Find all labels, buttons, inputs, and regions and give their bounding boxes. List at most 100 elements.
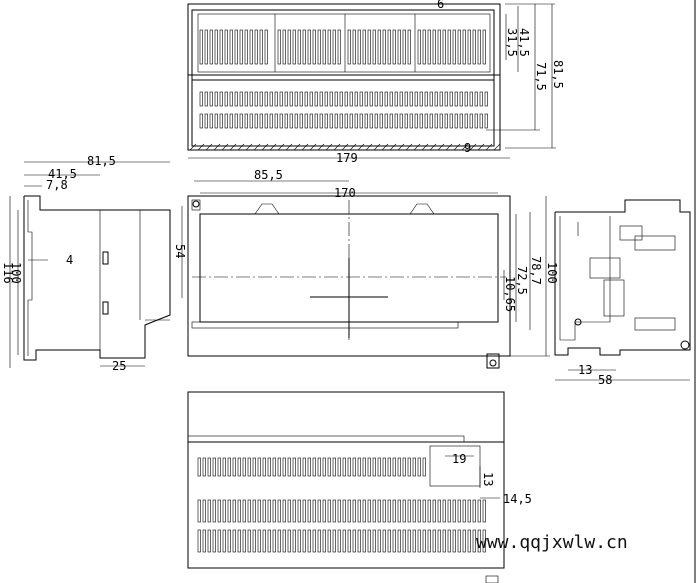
vent-slot	[257, 457, 261, 477]
vent-slot	[327, 29, 331, 65]
vent-slot	[312, 529, 316, 553]
vent-slot	[289, 113, 293, 129]
vent-slot	[207, 529, 211, 553]
vent-slot	[394, 113, 398, 129]
vent-slot	[482, 499, 486, 523]
vent-slot	[422, 457, 426, 477]
vent-slot	[329, 113, 333, 129]
vent-slot	[319, 113, 323, 129]
hatch-line	[309, 143, 317, 151]
vent-slot	[239, 91, 243, 107]
hatch-line	[349, 143, 357, 151]
vent-slot	[242, 457, 246, 477]
vent-slot	[197, 457, 201, 477]
vent-slot	[372, 529, 376, 553]
vent-slot	[462, 29, 466, 65]
dim-179: 179	[336, 151, 358, 165]
vent-slot	[297, 499, 301, 523]
dim-19: 19	[452, 452, 466, 466]
vent-slot	[294, 113, 298, 129]
vent-slot	[412, 457, 416, 477]
hatch-line	[237, 143, 245, 151]
vent-slot	[199, 29, 203, 65]
vent-slot	[389, 91, 393, 107]
vent-slot	[277, 529, 281, 553]
vent-slot	[462, 529, 466, 553]
vent-slot	[384, 113, 388, 129]
hatch-line	[469, 143, 477, 151]
vent-slot	[244, 113, 248, 129]
vent-slot	[307, 457, 311, 477]
vent-slot	[262, 457, 266, 477]
dim-85-5: 85,5	[254, 168, 283, 182]
vent-slot	[354, 91, 358, 107]
vent-slot	[264, 91, 268, 107]
vent-slot	[337, 529, 341, 553]
vent-slot	[414, 113, 418, 129]
vent-slot	[197, 499, 201, 523]
vent-slot	[352, 529, 356, 553]
vent-slot	[444, 91, 448, 107]
vent-slot	[252, 457, 256, 477]
vent-slot	[272, 457, 276, 477]
vent-slot	[222, 499, 226, 523]
vent-slot	[452, 29, 456, 65]
vent-slot	[352, 29, 356, 65]
vent-slot	[257, 529, 261, 553]
vent-slot	[437, 529, 441, 553]
hatch-line	[301, 143, 309, 151]
vent-slot	[304, 91, 308, 107]
vent-slot	[197, 529, 201, 553]
vent-slot	[229, 91, 233, 107]
vent-slot	[454, 113, 458, 129]
vent-slot	[247, 499, 251, 523]
vent-slot	[277, 457, 281, 477]
vent-slot	[477, 529, 481, 553]
vent-slot	[337, 499, 341, 523]
vent-slot	[342, 457, 346, 477]
vent-slot	[317, 529, 321, 553]
dim-81-5-side: 81,5	[87, 154, 116, 168]
vent-slot	[424, 91, 428, 107]
vent-slot	[367, 29, 371, 65]
vent-slot	[242, 499, 246, 523]
vent-slot	[249, 91, 253, 107]
vent-slot	[439, 113, 443, 129]
vent-slot	[279, 113, 283, 129]
hatch-line	[477, 143, 485, 151]
vent-slot	[212, 529, 216, 553]
vent-slot	[224, 113, 228, 129]
dim-41-5: 41,5	[517, 28, 531, 57]
vent-slot	[297, 529, 301, 553]
vent-slot	[217, 457, 221, 477]
right-view: 13 58	[554, 199, 691, 387]
hatch-pattern	[189, 143, 501, 151]
hatch-line	[253, 143, 261, 151]
vent-slot	[402, 457, 406, 477]
vent-slot	[469, 113, 473, 129]
vent-slot	[297, 29, 301, 65]
hatch-line	[205, 143, 213, 151]
vent-slot	[392, 29, 396, 65]
vent-slot	[409, 113, 413, 129]
vent-slot	[407, 457, 411, 477]
dim-78-7: 78,7	[529, 256, 543, 285]
vent-slot	[362, 457, 366, 477]
vent-slot	[339, 91, 343, 107]
vent-slot	[332, 499, 336, 523]
vent-slot	[249, 29, 253, 65]
dim-100-front: 100	[545, 262, 559, 284]
vent-slot	[449, 91, 453, 107]
vent-slot	[217, 529, 221, 553]
vent-slot	[264, 29, 268, 65]
hatch-line	[373, 143, 381, 151]
vent-slot	[302, 29, 306, 65]
vent-slot	[379, 91, 383, 107]
vent-slot	[477, 29, 481, 65]
vent-slot	[322, 499, 326, 523]
vent-slot	[402, 29, 406, 65]
vent-slot	[199, 91, 203, 107]
vent-slots-upper	[199, 29, 486, 65]
vent-slot	[219, 91, 223, 107]
vent-slot	[397, 529, 401, 553]
